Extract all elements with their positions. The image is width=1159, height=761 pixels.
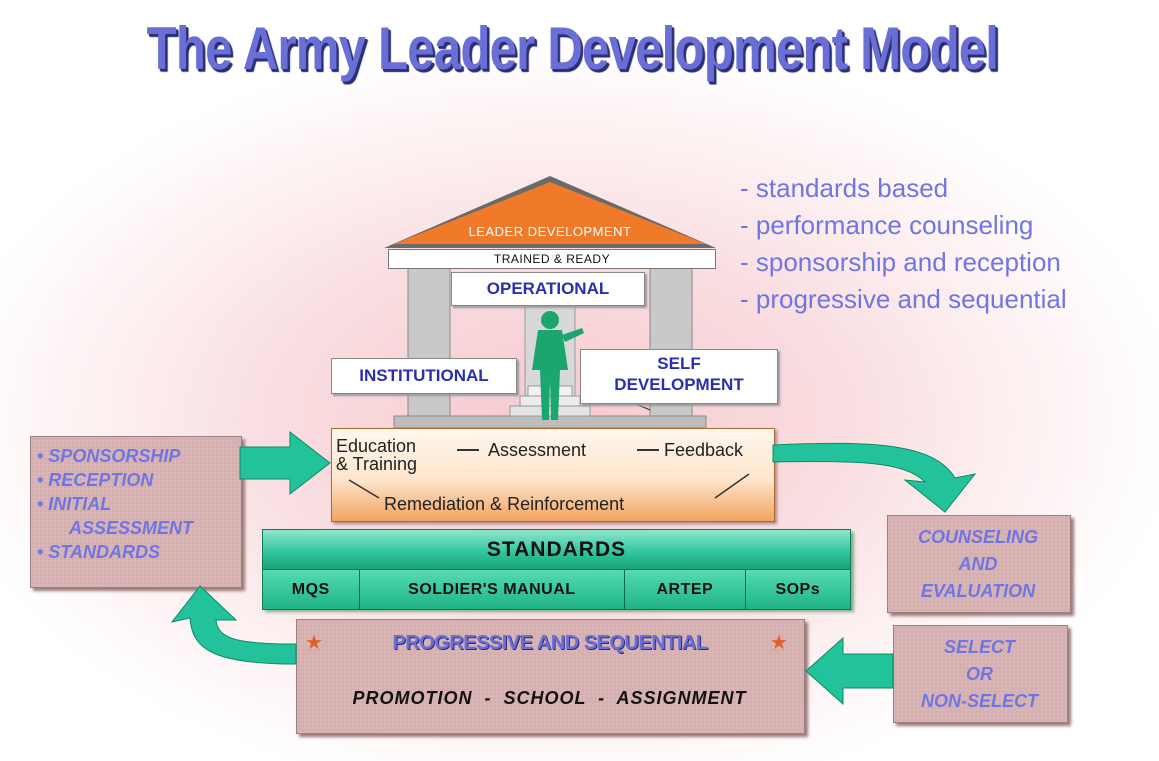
star-icon: ★	[770, 632, 788, 654]
training-cycle-box	[331, 428, 775, 522]
feedback-text: Feedback	[664, 440, 744, 460]
counseling-text: COUNSELING AND EVALUATION	[917, 527, 1038, 601]
roof	[394, 182, 706, 244]
operational-label: OPERATIONAL	[451, 272, 645, 306]
self-development-label: SELF DEVELOPMENT	[580, 349, 778, 404]
standards-cell: MQS	[263, 570, 360, 609]
remediation-text: Remediation & Reinforcement	[384, 494, 625, 514]
sponsorship-list: • SPONSORSHIP • RECEPTION • INITIAL ASSE…	[37, 446, 194, 562]
standards-block: STANDARDS MQS SOLDIER'S MANUAL ARTEP SOP…	[262, 529, 851, 610]
education-training-text: Education & Training	[336, 436, 418, 474]
soldier-icon	[532, 311, 584, 420]
progressive-box	[296, 619, 805, 734]
bullet-list: - standards based - performance counseli…	[740, 170, 1067, 318]
select-box	[893, 625, 1068, 723]
counseling-box	[887, 515, 1071, 613]
standards-row: MQS SOLDIER'S MANUAL ARTEP SOPs	[262, 570, 851, 610]
bullet-item: - progressive and sequential	[740, 284, 1067, 314]
bullet-item: - sponsorship and reception	[740, 247, 1061, 277]
standards-header: STANDARDS	[262, 529, 851, 570]
standards-cell: SOLDIER'S MANUAL	[360, 570, 626, 609]
trained-ready-band: TRAINED & READY	[388, 249, 716, 269]
building-graphic	[384, 176, 716, 429]
standards-cell: SOPs	[775, 581, 821, 598]
select-text: SELECT OR NON-SELECT	[921, 637, 1038, 711]
sponsorship-box	[30, 436, 242, 588]
institutional-label: INSTITUTIONAL	[331, 358, 517, 394]
assessment-text: Assessment	[488, 440, 587, 460]
progressive-header: PROGRESSIVE AND SEQUENTIAL	[392, 632, 708, 654]
bullet-item: - standards based	[740, 173, 949, 203]
promotion-text: PROMOTION - SCHOOL - ASSIGNMENT	[352, 688, 747, 708]
diagram-title: The Army Leader Development Model	[146, 15, 999, 82]
arrow-curved-up-icon	[170, 585, 297, 665]
arrow-curved-down-icon	[772, 442, 977, 513]
standards-cell: ARTEP	[625, 570, 746, 609]
cycle-connectors	[348, 449, 750, 499]
roof-label: LEADER DEVELOPMENT	[468, 224, 632, 239]
arrow-right-icon	[239, 430, 331, 496]
arrow-left-icon	[805, 636, 894, 706]
star-icon: ★	[305, 632, 323, 654]
bullet-item: - performance counseling	[740, 210, 1034, 240]
